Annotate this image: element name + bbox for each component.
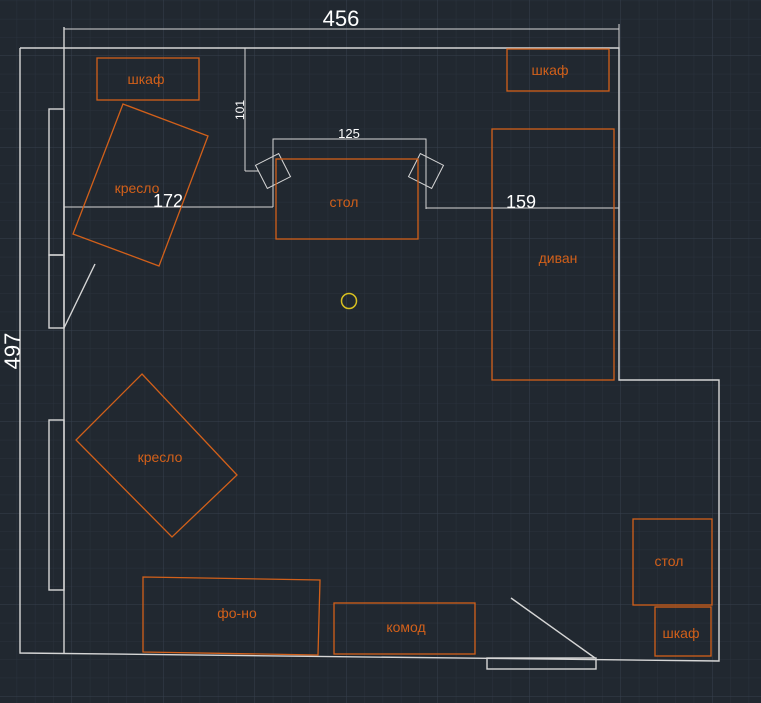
door-swing-left	[63, 263, 96, 329]
label: комод	[386, 619, 425, 635]
label: шкаф	[663, 625, 700, 641]
label: шкаф	[532, 62, 569, 78]
dimension-overall-width: 456	[64, 6, 620, 48]
dim-text-456: 456	[323, 6, 360, 31]
dimension-top-offset: 101	[233, 48, 258, 172]
window-left-lower	[48, 419, 65, 591]
dim-text-101: 101	[233, 100, 247, 120]
ucs-origin-marker-icon	[340, 292, 358, 310]
piano[interactable]: фо-но	[142, 576, 321, 656]
armchair-left[interactable]: кресло	[75, 373, 238, 538]
window-left-upper	[48, 108, 65, 329]
label: стол	[655, 553, 684, 569]
dim-text-172: 172	[153, 191, 183, 211]
wardrobe-top-right[interactable]: шкаф	[506, 48, 610, 92]
label: диван	[539, 250, 578, 266]
wardrobe-top-left[interactable]: шкаф	[96, 57, 200, 101]
dimension-left-gap: 172	[64, 191, 273, 211]
door-entrance	[486, 597, 597, 670]
desk-right[interactable]: стол	[632, 518, 713, 606]
dim-text-125: 125	[338, 126, 360, 141]
dimension-right-gap: 159	[426, 192, 619, 212]
table-center[interactable]: стол	[275, 158, 419, 240]
armchair-top[interactable]: кресло	[72, 103, 209, 267]
dimension-table-width: 125	[272, 126, 427, 209]
label: шкаф	[128, 71, 165, 87]
label: стол	[330, 194, 359, 210]
chair-right[interactable]	[407, 152, 445, 190]
dim-text-159: 159	[506, 192, 536, 212]
dim-text-497: 497	[0, 333, 25, 370]
label: кресло	[115, 180, 160, 196]
label: кресло	[138, 449, 183, 465]
sofa[interactable]: диван	[491, 128, 615, 381]
label: фо-но	[217, 605, 257, 621]
chair-left[interactable]	[254, 152, 292, 190]
wardrobe-bottom-right[interactable]: шкаф	[654, 606, 712, 657]
dresser[interactable]: комод	[333, 602, 476, 655]
